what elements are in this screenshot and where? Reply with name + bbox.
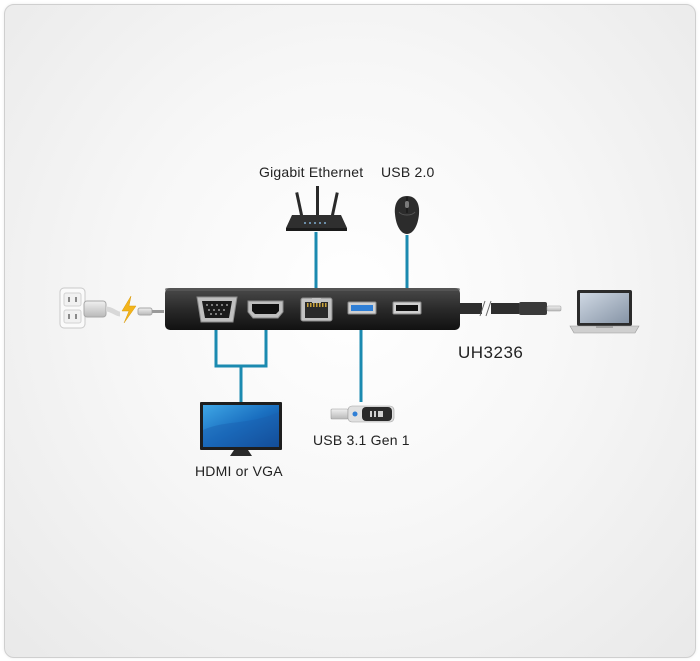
display-label: HDMI or VGA bbox=[195, 463, 283, 479]
usb31-port-icon bbox=[347, 301, 377, 315]
hdmi-port-icon bbox=[247, 300, 284, 319]
vga-port-icon bbox=[196, 296, 238, 323]
connector-lines bbox=[214, 232, 409, 402]
mouse-icon bbox=[394, 196, 420, 234]
router-icon bbox=[286, 186, 347, 231]
model-name: UH3236 bbox=[458, 343, 524, 362]
usb31-label: USB 3.1 Gen 1 bbox=[313, 432, 410, 448]
uh3236-dock bbox=[165, 288, 460, 330]
usb2-label: USB 2.0 bbox=[381, 164, 435, 180]
power-plug-icon bbox=[83, 300, 164, 318]
ethernet-label: Gigabit Ethernet bbox=[259, 164, 364, 180]
usb2-port-icon bbox=[392, 301, 422, 315]
monitor-icon bbox=[200, 402, 282, 456]
usb-c-cable bbox=[460, 300, 562, 317]
usb-flash-drive-icon bbox=[330, 405, 395, 423]
ethernet-port-icon bbox=[300, 297, 333, 322]
power-outlet-icon bbox=[59, 287, 86, 329]
lightning-icon bbox=[121, 295, 137, 324]
laptop-icon bbox=[569, 290, 640, 334]
display-connector-line bbox=[214, 330, 268, 402]
